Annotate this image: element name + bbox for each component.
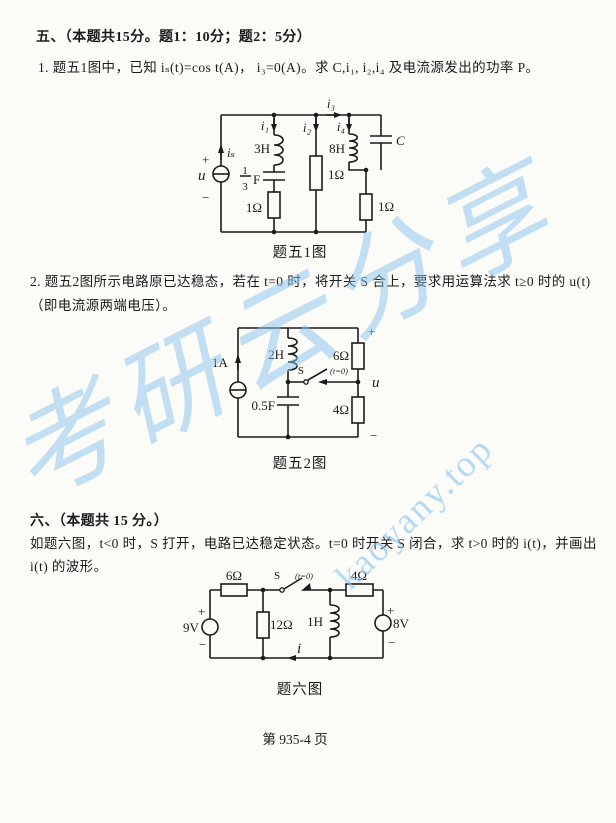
fig1-label-u: u bbox=[198, 168, 206, 184]
fig2-label-plus: + bbox=[368, 324, 375, 339]
fig2-resistor-6ohm-icon bbox=[351, 342, 365, 370]
fig1-label-r1: 1Ω bbox=[246, 200, 262, 215]
fig2-wires bbox=[229, 327, 365, 438]
fig3-label-6ohm: 6Ω bbox=[226, 568, 242, 583]
fig1-label-is: iₛ bbox=[227, 145, 235, 160]
fig2-label-u: u bbox=[372, 375, 380, 391]
fig2-label-t0: (t=0) bbox=[330, 366, 348, 376]
fig1-label-i4: i₄ bbox=[337, 119, 346, 134]
section6-problem-line1: 如题六图，t<0 时，S 打开，电路已达稳定状态。t=0 时开关 S 闭合，求 … bbox=[30, 536, 597, 551]
fig3-arrows bbox=[287, 583, 311, 661]
fig2-capacitor-icon bbox=[277, 396, 299, 406]
fig2-arrows bbox=[235, 354, 327, 385]
fig3-label-4ohm: 4Ω bbox=[351, 568, 367, 583]
fig2-label-cap: 0.5F bbox=[252, 398, 275, 413]
fig2-label-6ohm: 6Ω bbox=[333, 348, 349, 363]
fig2-switch-contact bbox=[303, 379, 309, 385]
fig1-label-plus: + bbox=[202, 152, 209, 167]
fig3-label-plus-right: + bbox=[387, 603, 394, 618]
fig3-label-S: S bbox=[274, 570, 280, 582]
fig3-label-minus-left: − bbox=[199, 637, 206, 652]
fig3-label-minus-right: − bbox=[388, 635, 395, 650]
fig3-label-12ohm: 12Ω bbox=[270, 617, 293, 632]
fig1-node-dots bbox=[271, 112, 369, 235]
fig3-label-i: i bbox=[297, 641, 301, 657]
circuit-diagram-fig52: 1A 2H 0.5F S (t=0) 6Ω 4Ω u + − bbox=[212, 324, 380, 443]
fig1-label-cap-unit: F bbox=[253, 172, 260, 187]
fig1-capacitor-13F-icon bbox=[263, 171, 285, 181]
fig3-resistor-12ohm-icon bbox=[256, 611, 270, 639]
fig2-label-S: S bbox=[298, 365, 304, 377]
fig1-resistor-1ohm-right-icon bbox=[359, 193, 373, 221]
fig1-inductor-3H-icon bbox=[273, 134, 284, 166]
fig3-inductor-1H-icon bbox=[329, 604, 340, 638]
section5-problem2-line1: 2. 题五2图所示电路原已达稳态，若在 t=0 时，将开关 S 合上，要求用运算… bbox=[30, 274, 591, 289]
section6-header: 六、（本题共 15 分。） bbox=[30, 514, 169, 529]
fig2-label-2H: 2H bbox=[268, 347, 284, 362]
page-number: 第 935-4 页 bbox=[262, 732, 328, 747]
fig1-current-arrows bbox=[218, 112, 352, 153]
fig3-label-9V: 9V bbox=[183, 620, 200, 635]
fig1-resistor-1ohm-left-icon bbox=[267, 191, 281, 219]
fig3-label-plus-left: + bbox=[198, 604, 205, 619]
fig1-resistor-1ohm-mid-icon bbox=[309, 155, 323, 191]
fig1-label-i3: i₃ bbox=[327, 96, 335, 111]
fig1-label-cap-den: 3 bbox=[242, 181, 248, 193]
section5-problem2-line2: （即电流源两端电压）。 bbox=[30, 298, 177, 313]
fig3-label-t0: (t=0) bbox=[295, 571, 313, 581]
fig3-resistor-4ohm-icon bbox=[345, 583, 374, 597]
fig3-node-dots bbox=[260, 587, 333, 661]
fig1-label-i2: i₂ bbox=[303, 120, 312, 135]
fig1-label-cap-num: 1 bbox=[242, 165, 248, 177]
fig2-inductor-2H-icon bbox=[287, 337, 298, 371]
fig3-label-1H: 1H bbox=[307, 614, 323, 629]
section5-problem1-text: 1. 题五1图中，已知 iₛ(t)=cos t(A)， i₃=0(A)。求 C,… bbox=[38, 60, 540, 75]
fig2-label-minus: − bbox=[370, 428, 377, 443]
fig1-inductor-8H-icon bbox=[348, 133, 359, 163]
fig3-switch-contact bbox=[279, 587, 285, 593]
circuit-diagram-fig51: u + − iₛ i₁ 3H 1 3 F 1Ω i₂ 1Ω i₃ i₄ 8H C… bbox=[198, 96, 405, 235]
fig1-label-8H: 8H bbox=[329, 141, 345, 156]
section5-header: 五、（本题共15分。题1：10分；题2：5分） bbox=[36, 30, 312, 45]
fig3-voltage-source-8V-icon bbox=[374, 614, 392, 632]
fig3-caption: 题六图 bbox=[276, 682, 324, 698]
fig3-label-8V: 8V bbox=[393, 616, 410, 631]
fig3-resistor-6ohm-icon bbox=[220, 583, 248, 597]
fig1-label-r2: 1Ω bbox=[328, 167, 344, 182]
fig1-label-i1: i₁ bbox=[261, 118, 269, 133]
fig2-label-1A: 1A bbox=[212, 355, 229, 370]
fig1-label-r3: 1Ω bbox=[378, 199, 394, 214]
fig2-node-dots bbox=[285, 379, 361, 440]
fig3-wires bbox=[201, 577, 392, 659]
fig1-capacitor-C-icon bbox=[370, 135, 392, 144]
fig1-caption: 题五1图 bbox=[272, 245, 328, 261]
fig1-label-C: C bbox=[396, 133, 405, 148]
fig2-resistor-4ohm-icon bbox=[351, 396, 365, 424]
fig1-label-3H: 3H bbox=[254, 141, 270, 156]
fig2-label-4ohm: 4Ω bbox=[333, 402, 349, 417]
fig1-label-minus: − bbox=[202, 190, 209, 205]
fig3-voltage-source-9V-icon bbox=[201, 618, 219, 636]
fig2-caption: 题五2图 bbox=[272, 456, 328, 472]
circuit-diagram-fig6: 9V + − 6Ω 12Ω S (t=0) 1H 4Ω 8V + − i bbox=[183, 568, 410, 661]
section6-problem-line2: i(t) 的波形。 bbox=[30, 559, 108, 574]
